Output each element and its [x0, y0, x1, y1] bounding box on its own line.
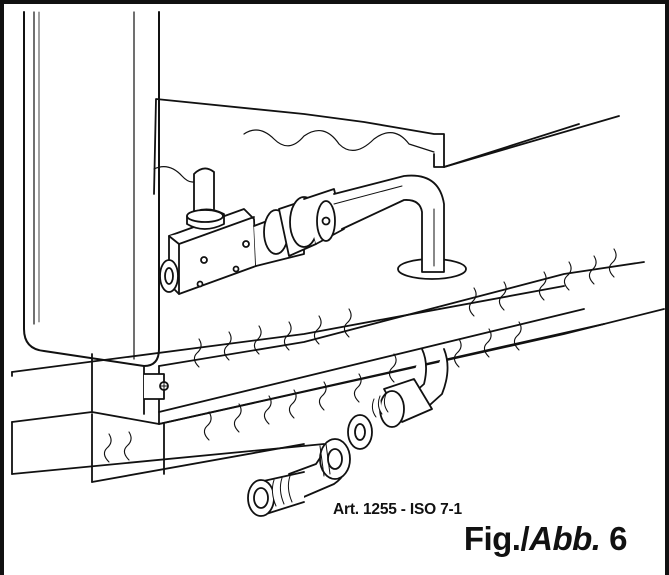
pipe-union	[253, 188, 345, 267]
base-hatching	[103, 248, 617, 463]
base-platform	[11, 261, 665, 483]
caption-italic: Abb.	[529, 520, 601, 557]
caption-prefix: Fig.	[463, 520, 521, 557]
elbow-fitting	[247, 438, 351, 517]
installation-diagram	[11, 11, 665, 517]
caption-separator: /	[520, 520, 530, 557]
mounting-bracket	[143, 373, 169, 400]
caption-number: 6	[609, 520, 627, 557]
gas-pipe	[333, 174, 445, 273]
part-label: Art. 1255 - ISO 7-1	[333, 501, 462, 518]
figure-caption: Fig./Abb. 6	[463, 520, 628, 558]
pipe-below	[371, 348, 449, 428]
sealing-washer	[347, 414, 373, 450]
gas-valve	[159, 167, 257, 295]
wall-panel	[153, 98, 620, 195]
